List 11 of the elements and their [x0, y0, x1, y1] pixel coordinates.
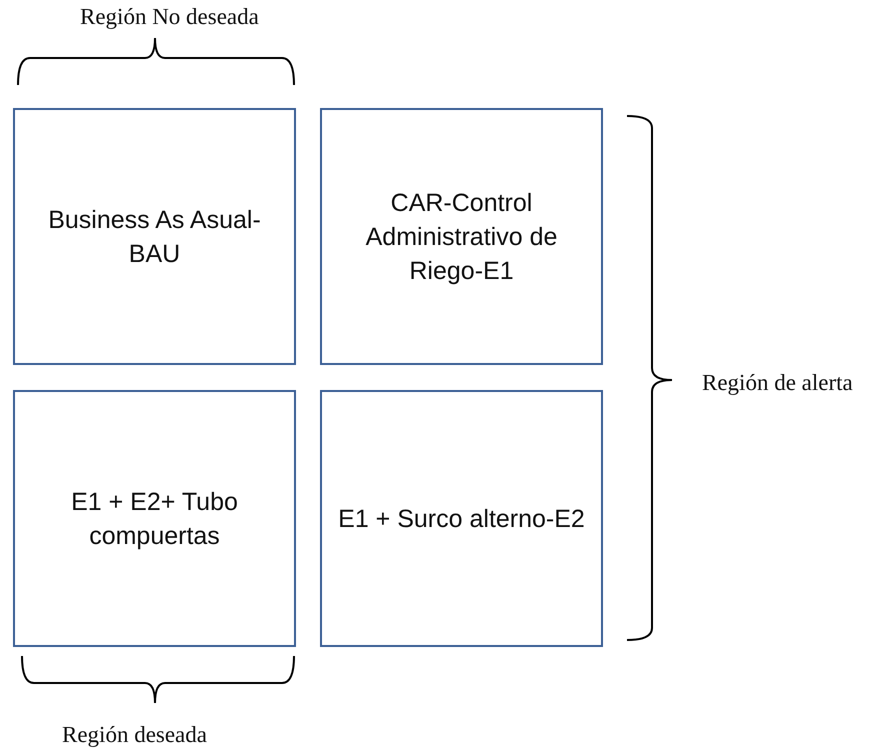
scenario-box [320, 390, 603, 647]
box-text: E1 + E2+ Tubo compuertas [70, 486, 239, 552]
region-label: Región deseada [62, 722, 207, 748]
region-label: Región No deseada [80, 4, 259, 30]
box-text: E1 + Surco alterno-E2 [337, 504, 586, 534]
region-label: Región de alerta [702, 370, 853, 396]
scenario-box [13, 108, 296, 365]
scenario-box [320, 108, 603, 365]
scenario-box [13, 390, 296, 647]
box-text: CAR-Control Administrativo de Riego-E1 [364, 188, 558, 286]
box-text: Business As Asual-BAU [47, 204, 262, 270]
